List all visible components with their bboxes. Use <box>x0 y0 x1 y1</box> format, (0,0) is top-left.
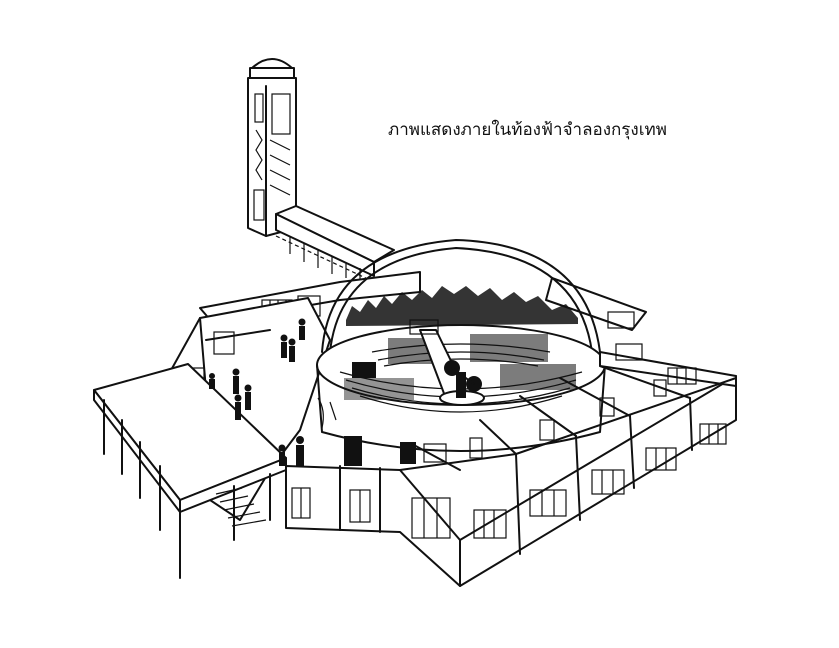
windows <box>291 343 727 539</box>
person-icon <box>234 394 242 420</box>
person-icon <box>244 384 252 410</box>
person-icon <box>280 334 288 358</box>
person-icon <box>298 318 306 340</box>
person-icon <box>288 338 296 362</box>
building-front-wing <box>285 343 737 587</box>
person-icon <box>296 436 304 467</box>
seating-texture <box>344 334 576 400</box>
observatory-tower <box>247 58 395 281</box>
visitor-figures <box>209 318 306 467</box>
person-icon <box>232 368 240 394</box>
person-icon <box>278 444 286 466</box>
page-title: ภาพแสดงภายในท้องฟ้าจำลองกรุงเทพ <box>388 120 667 140</box>
projector-icon <box>439 360 485 406</box>
person-icon <box>209 373 215 389</box>
